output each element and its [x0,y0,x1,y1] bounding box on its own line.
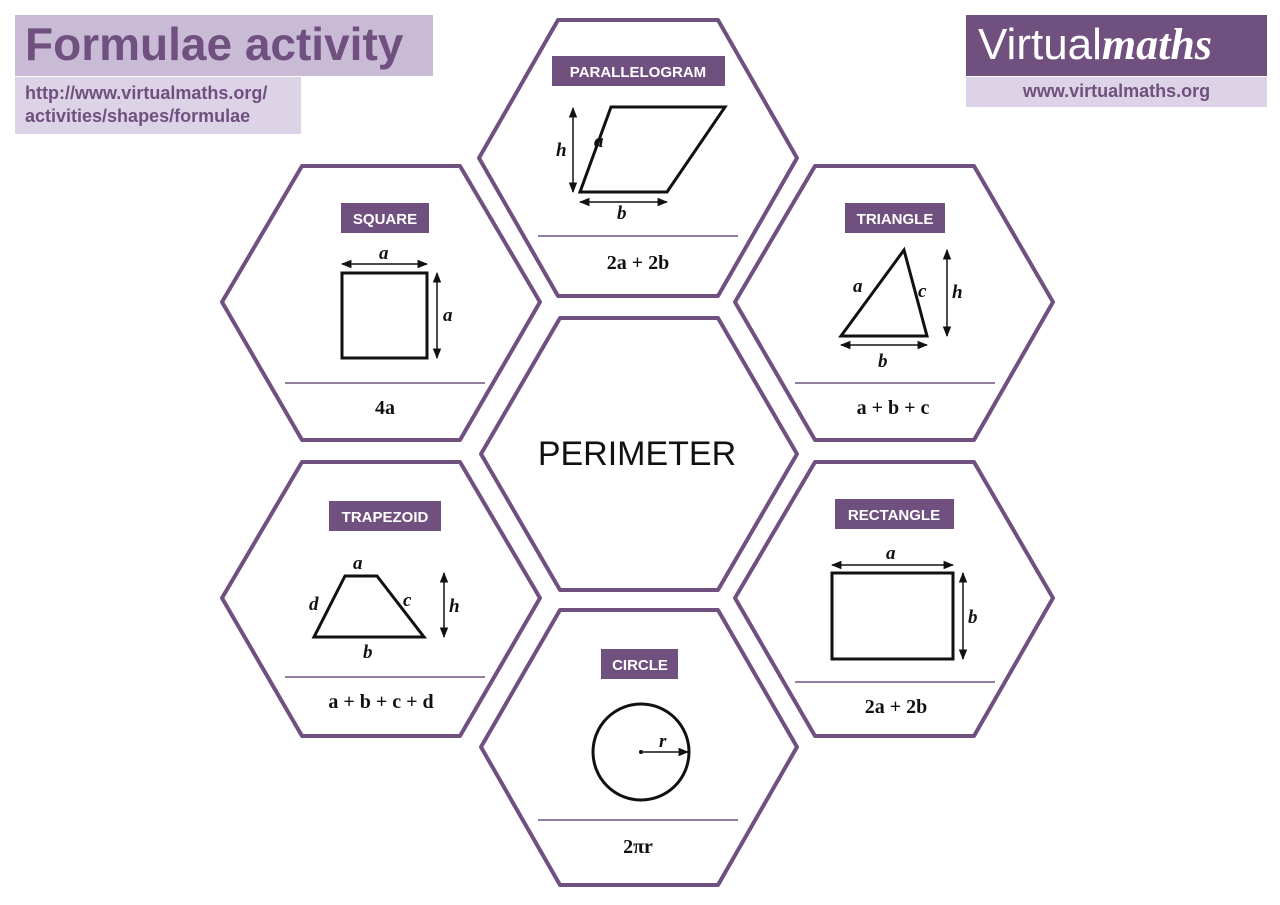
rectangle-a: a [886,543,896,564]
parallelogram-label: PARALLELOGRAM [570,64,706,81]
brand-logo: Virtualmaths [966,15,1267,76]
circle-center-dot [639,750,643,754]
trapezoid-c: c [403,590,412,611]
triangle-formula: a + b + c [857,397,930,419]
hex-triangle [733,164,1055,442]
square-side-a: a [443,305,453,326]
hex-parallelogram [477,18,799,298]
trapezoid-b: b [363,642,373,663]
parallelogram-b: b [617,203,627,224]
parallelogram-shape [577,105,728,194]
trapezoid-h: h [449,596,460,617]
parallelogram-h: h [556,140,567,161]
hex-rectangle [733,460,1055,738]
trapezoid-label-box [329,501,441,531]
triangle-h: h [952,282,963,303]
brand-maths: maths [1101,20,1212,69]
circle-r: r [659,731,667,752]
rectangle-shape [830,571,955,661]
triangle-c: c [918,281,927,302]
url-line-2[interactable]: activities/shapes/formulae [25,106,251,126]
site-link[interactable]: www.virtualmaths.org [1022,81,1211,101]
site-banner: www.virtualmaths.org [966,77,1267,107]
triangle-a: a [853,276,863,297]
trapezoid-shape [311,574,428,639]
hex-trapezoid [220,460,542,738]
brand-virtual: Virtual [978,20,1102,69]
rectangle-label-box [835,499,954,529]
circle-label: CIRCLE [612,657,668,674]
trapezoid-label: TRAPEZOID [342,509,429,526]
square-shape [340,271,429,360]
trapezoid-a: a [353,553,363,574]
parallelogram-a: a [594,131,604,152]
url-line-1[interactable]: http://www.virtualmaths.org/ [25,83,268,103]
triangle-label-box [845,203,945,233]
page-title: Formulae activity [25,18,404,70]
title-banner: Formulae activity [15,15,433,76]
url-banner: http://www.virtualmaths.org/ activities/… [15,77,301,134]
triangle-label: TRIANGLE [857,211,934,228]
parallelogram-label-box [552,56,725,86]
trapezoid-formula: a + b + c + d [328,691,433,713]
center-label: PERIMETER [538,435,736,473]
rectangle-formula: 2a + 2b [865,696,928,718]
trapezoid-d: d [309,594,319,615]
parallelogram-formula: 2a + 2b [607,252,670,274]
hex-circle [479,608,799,887]
hex-center [479,316,799,592]
square-label: SQUARE [353,211,417,228]
hex-square [220,164,542,442]
triangle-b: b [878,351,888,372]
rectangle-b: b [968,607,978,628]
circle-label-box [601,649,678,679]
square-formula: 4a [375,397,395,419]
triangle-shape [838,246,929,338]
square-label-box [341,203,429,233]
square-top-a: a [379,243,389,264]
circle-formula: 2πr [623,836,653,858]
rectangle-label: RECTANGLE [848,507,940,524]
